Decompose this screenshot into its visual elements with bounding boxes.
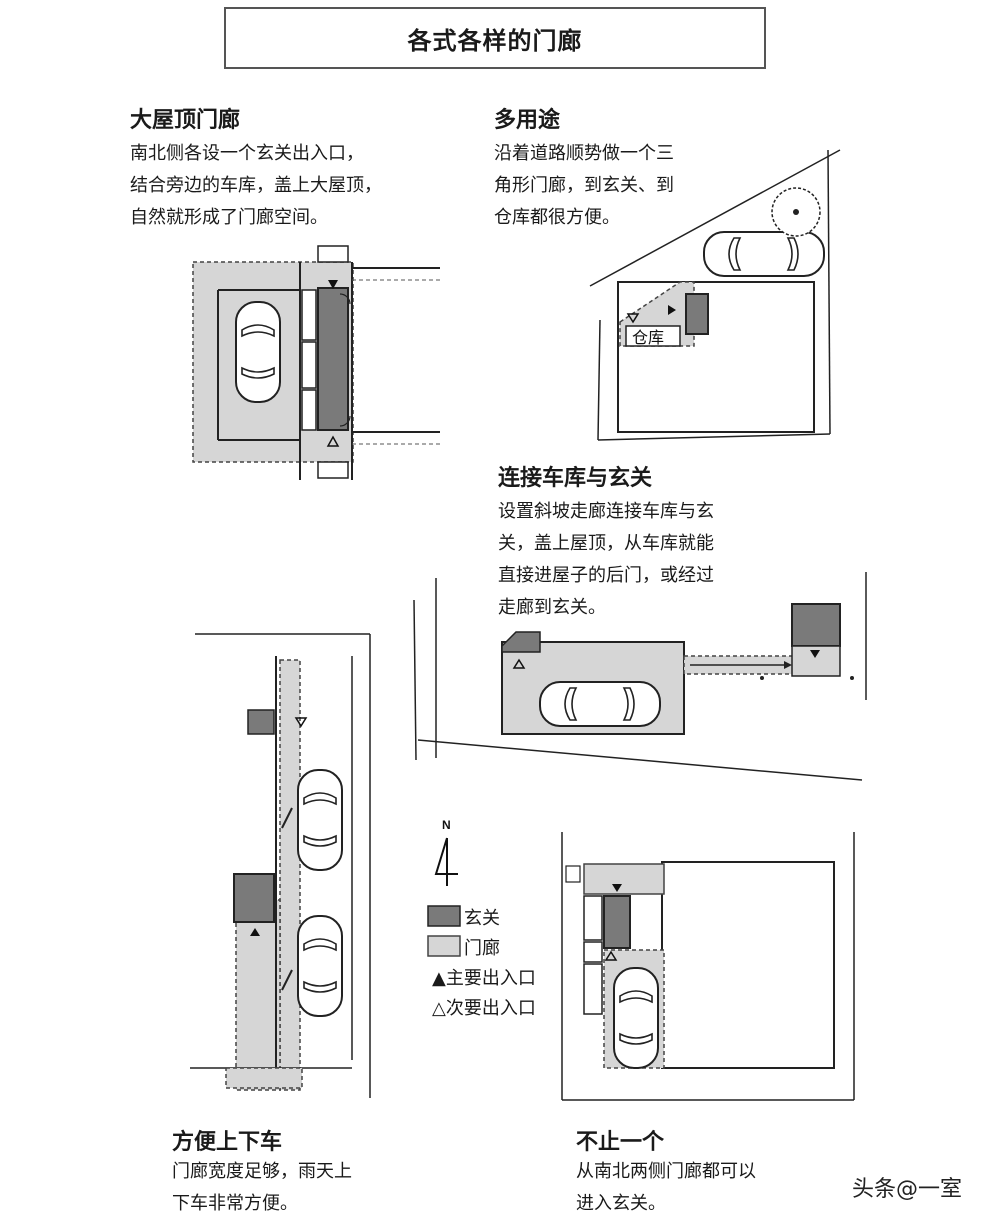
legend-entrance-swatch [427,905,461,927]
entrance-area [791,603,841,647]
heading-convenient: 方便上下车 [172,1130,283,1155]
main-entry-icon [668,305,676,315]
legend-secondary-entry-label: △次要出入口 [432,998,536,1019]
entrance-area [685,293,709,335]
porch-area [235,899,281,1091]
storage-shelf [583,895,603,941]
desc-line: 进入玄关。 [576,1193,666,1214]
door-swing-icon [339,415,351,427]
car-icon [297,915,343,1017]
storage-label: 仓库 [632,329,664,347]
desc-line: 走廊到玄关。 [498,597,606,618]
main-entry-icon [250,928,260,936]
step [565,865,581,883]
road-edge [589,149,841,287]
legend-entrance-label: 玄关 [464,908,500,929]
north-label: N [442,818,451,832]
heading-big-roof: 大屋顶门廊 [130,108,241,133]
heading-multiple: 不止一个 [576,1130,665,1155]
door-mark [281,807,293,829]
desc-line: 南北侧各设一个玄关出入口， [130,143,364,164]
plan-connect [413,572,867,781]
desc-line: 角形门廊，到玄关、到 [494,175,674,196]
entrance-area [603,895,631,949]
tree-trunk [793,209,799,215]
storage-shelf [301,289,317,341]
secondary-entry-icon [604,950,618,961]
legend-porch-swatch [427,935,461,957]
desc-line: 门廊宽度足够，雨天上 [172,1161,352,1182]
post-dot [760,676,764,680]
step [317,245,349,263]
porch-area [225,1067,303,1089]
road-edge [417,739,863,781]
desc-line: 从南北两侧门廊都可以 [576,1161,756,1182]
north-arrow-icon [434,837,458,886]
main-entry-icon [328,280,338,289]
desc-convenient: 门廊宽度足够，雨天上 下车非常方便。 [172,1156,352,1220]
desc-connect: 设置斜坡走廊连接车库与玄 关，盖上屋顶，从车库就能 直接进屋子的后门，或经过 走… [498,496,714,624]
step [317,461,349,479]
plan-multiple [561,832,855,1101]
car-icon [297,769,343,871]
car-icon [539,681,661,727]
desc-multi-use: 沿着道路顺势做一个三 角形门廊，到玄关、到 仓库都很方便。 [494,138,674,234]
arrow-head-icon [784,661,792,669]
car-icon [235,301,281,403]
porch-area [279,659,301,1091]
secondary-entry-icon [326,435,340,447]
desc-line: 结合旁边的车库，盖上大屋顶， [130,175,382,196]
house-outline [661,861,835,1069]
desc-line: 下车非常方便。 [172,1193,298,1214]
entrance-area [501,631,541,653]
page-title-text: 各式各样的门廊 [407,26,583,55]
plan-convenient [190,633,371,1098]
storage-room [625,325,681,347]
porch-area [583,863,665,895]
desc-line: 自然就形成了门廊空间。 [130,207,328,228]
legend: N [427,818,461,957]
desc-line: 直接进屋子的后门，或经过 [498,565,714,586]
site-boundary [597,433,831,441]
desc-line: 仓库都很方便。 [494,207,620,228]
secondary-entry-icon [512,658,526,669]
watermark: 头条@一室 [852,1177,963,1202]
heading-connect: 连接车库与玄关 [498,466,653,491]
main-entry-icon [810,650,820,658]
storage-room [247,709,275,735]
desc-multiple: 从南北两侧门廊都可以 进入玄关。 [576,1156,756,1220]
plan-multi-use: 仓库 [589,149,841,441]
storage-shelf [583,963,603,1015]
main-entry-icon [612,884,622,892]
legend-main-entry-label: ▲主要出入口 [432,968,536,989]
door-swing-icon [339,293,351,305]
car-icon [613,967,659,1069]
legend-porch-label: 门廊 [464,938,500,959]
site-boundary [827,149,831,435]
post-dot [850,676,854,680]
plan-big-roof [192,245,440,480]
door-mark [281,969,293,991]
road-edge [413,599,417,761]
car-icon [703,231,825,277]
entrance-area [233,873,275,923]
desc-line: 关，盖上屋顶，从车库就能 [498,533,714,554]
secondary-entry-icon [294,717,308,728]
desc-line: 沿着道路顺势做一个三 [494,143,674,164]
heading-multi-use: 多用途 [494,108,561,133]
page-title: 各式各样的门廊 [224,7,766,69]
entrance-area [317,287,349,431]
storage-shelf [301,341,317,389]
storage-shelf [583,941,603,963]
storage-shelf [301,389,317,431]
secondary-entry-icon [626,313,640,324]
desc-line: 设置斜坡走廊连接车库与玄 [498,501,714,522]
desc-big-roof: 南北侧各设一个玄关出入口， 结合旁边的车库，盖上大屋顶， 自然就形成了门廊空间。 [130,138,382,234]
site-boundary [597,319,601,441]
